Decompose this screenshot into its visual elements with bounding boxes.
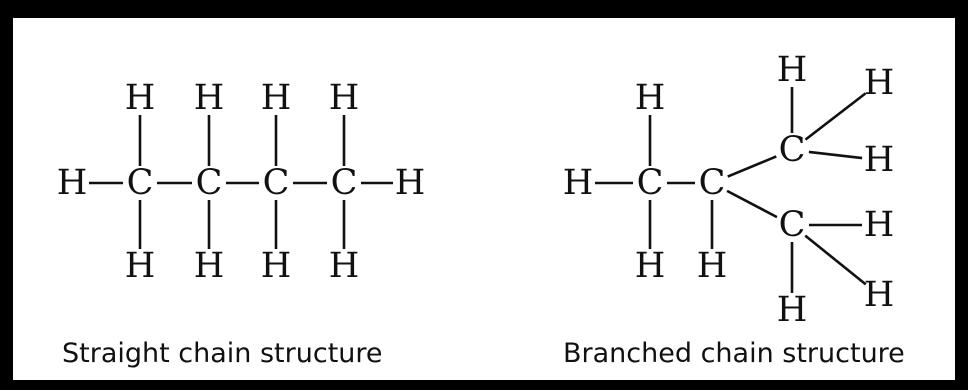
hydrogen-atom-h3: H	[261, 78, 292, 118]
hydrogen-atom-hl: H	[563, 163, 594, 203]
carbon-atom-cu: C	[779, 130, 806, 170]
bond-cu-hr1	[804, 92, 867, 141]
hydrogen-atom-hr4: H	[864, 275, 895, 315]
hydrogen-atom-ht1: H	[635, 78, 666, 118]
carbon-atom-c3: C	[263, 163, 290, 203]
hydrogen-atom-h1: H	[125, 78, 156, 118]
hydrogen-atom-hb3: H	[777, 290, 808, 330]
bond-cl-hr4	[804, 234, 867, 286]
hydrogen-atom-h5: H	[125, 246, 156, 286]
hydrogen-atom-h6: H	[194, 246, 225, 286]
carbon-atom-c4: C	[331, 163, 358, 203]
diagram-panel	[13, 18, 955, 380]
carbon-atom-c2: C	[699, 163, 726, 203]
hydrogen-atom-ht2: H	[777, 50, 808, 90]
carbon-atom-c1: C	[637, 163, 664, 203]
hydrogen-atom-hl: H	[57, 163, 88, 203]
straight-chain-bonds	[89, 115, 393, 249]
bond-cu-hr2	[808, 150, 863, 160]
bond-c2-cl	[726, 189, 778, 219]
carbon-atom-cl: C	[779, 205, 806, 245]
hydrogen-atom-hr: H	[395, 163, 426, 203]
carbon-atom-c1: C	[127, 163, 154, 203]
hydrogen-atom-h8: H	[329, 246, 360, 286]
hydrogen-atom-h7: H	[261, 246, 292, 286]
carbon-atom-c2: C	[196, 163, 223, 203]
branched-chain-caption: Branched chain structure	[563, 338, 905, 369]
hydrogen-atom-h4: H	[329, 78, 360, 118]
hydrogen-atom-hr1: H	[864, 63, 895, 103]
straight-chain-caption: Straight chain structure	[62, 338, 383, 369]
bond-c2-cu	[727, 155, 777, 178]
branched-chain-bonds	[595, 87, 867, 293]
hydrogen-atom-hb1: H	[635, 246, 666, 286]
hydrogen-atom-hr2: H	[864, 140, 895, 180]
hydrogen-atom-h2: H	[194, 78, 225, 118]
hydrogen-atom-hr3: H	[864, 205, 895, 245]
hydrogen-atom-hb2: H	[697, 246, 728, 286]
